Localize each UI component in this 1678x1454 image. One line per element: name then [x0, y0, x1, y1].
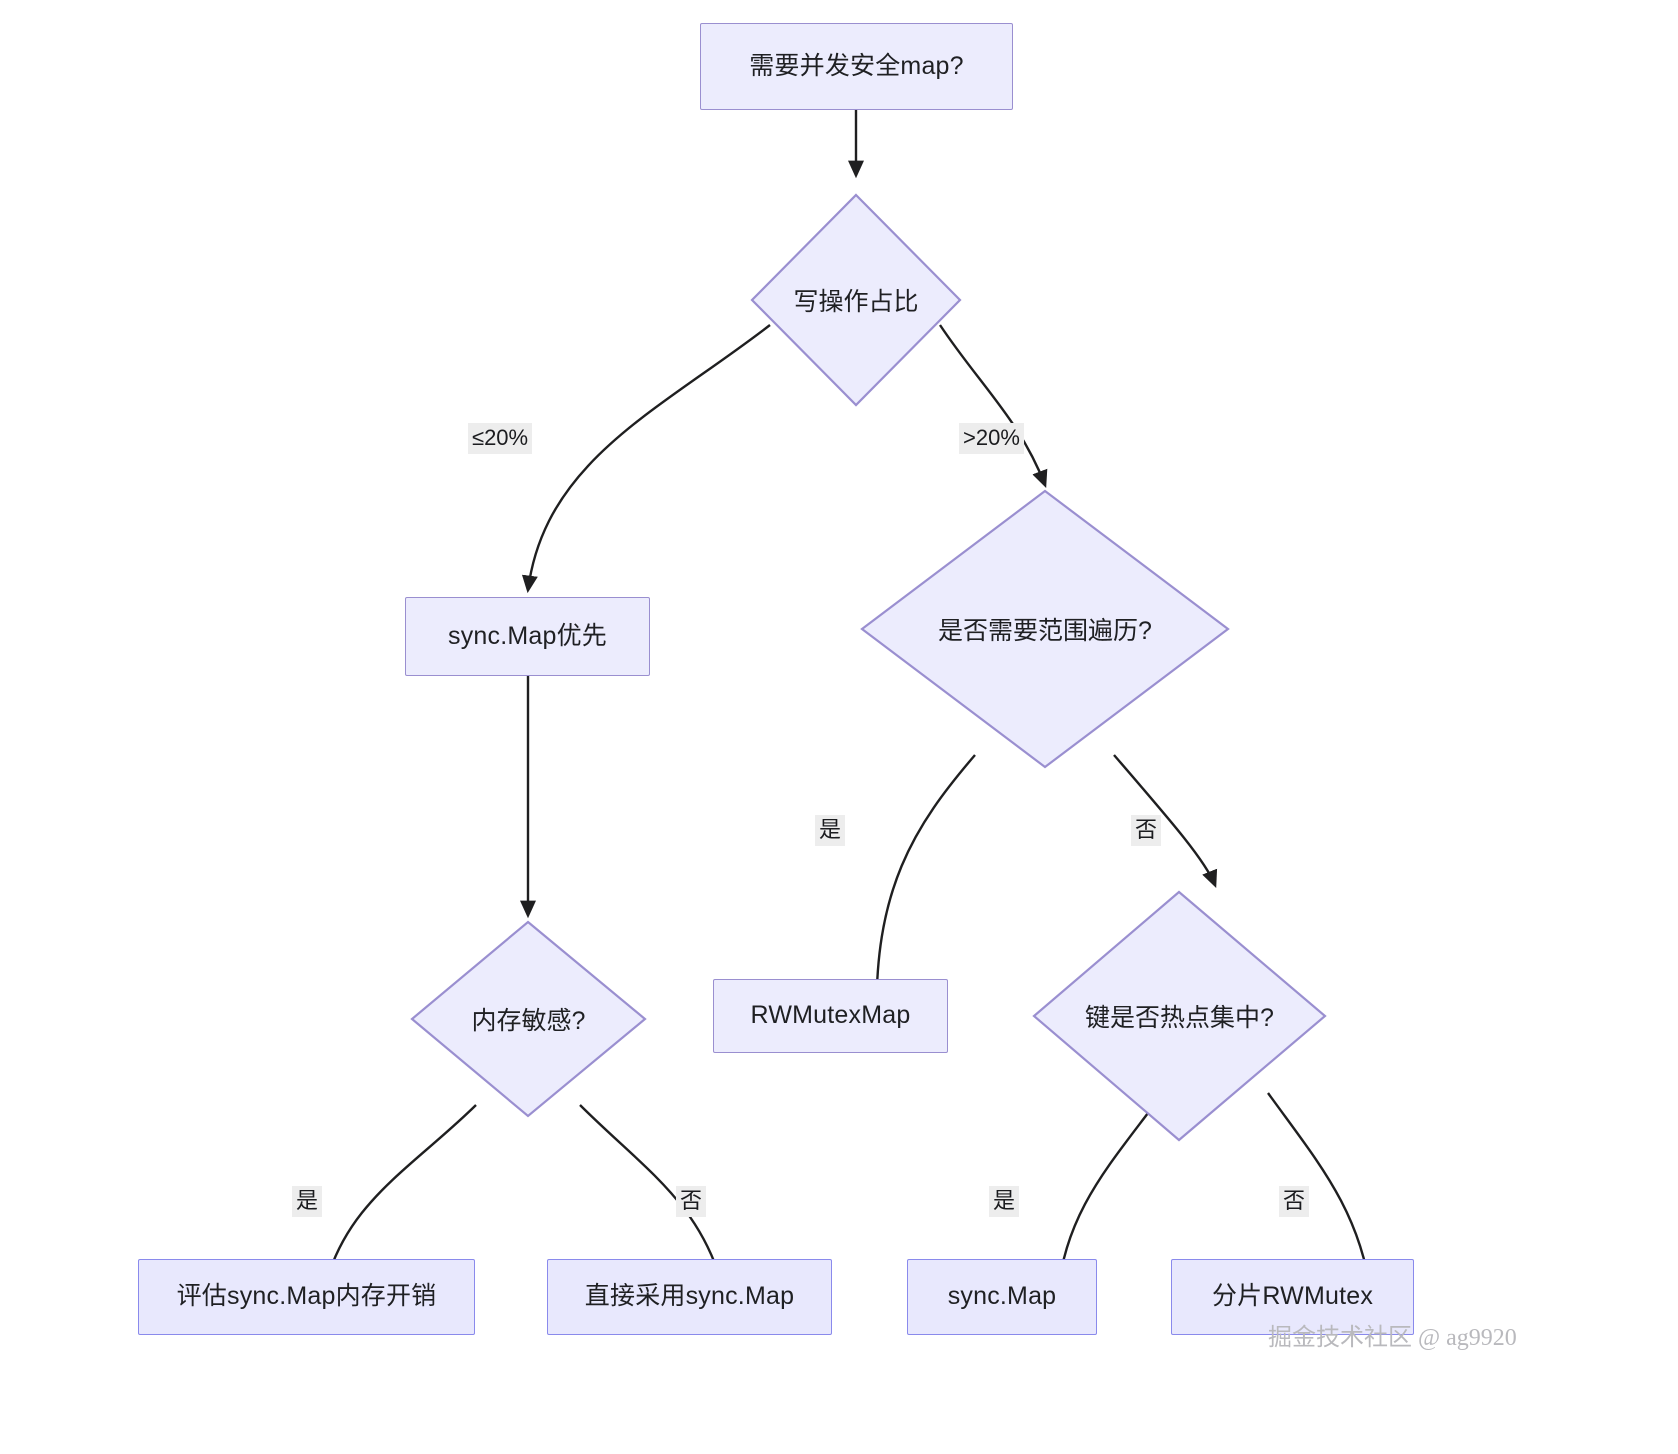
edge-label-gt-20-percent: >20%: [959, 423, 1024, 455]
node-sync-map-first[interactable]: sync.Map优先: [405, 597, 650, 676]
diamond-shape: [860, 489, 1230, 769]
edge-label-yes-need-range: 是: [815, 815, 846, 847]
node-sharded-rwmutex[interactable]: 分片RWMutex: [1171, 1259, 1414, 1335]
node-memory-sensitive[interactable]: 内存敏感?: [410, 920, 647, 1118]
node-rwmutex-map[interactable]: RWMutexMap: [713, 979, 948, 1053]
node-use-sync-map[interactable]: 直接采用sync.Map: [547, 1259, 832, 1335]
node-start-label: 需要并发安全map?: [749, 51, 964, 80]
node-need-range-label: 是否需要范围遍历?: [938, 617, 1152, 645]
node-sharded-rwmutex-label: 分片RWMutex: [1211, 1282, 1374, 1311]
node-write-ratio[interactable]: 写操作占比: [750, 193, 962, 407]
node-use-sync-map-label: 直接采用sync.Map: [584, 1282, 795, 1311]
watermark: 掘金技术社区 @ ag9920: [1268, 1325, 1517, 1351]
node-sync-map[interactable]: sync.Map: [907, 1259, 1097, 1335]
edge-label-no-memory-sensitive: 否: [676, 1186, 707, 1218]
node-eval-memory-cost-label: 评估sync.Map内存开销: [176, 1282, 437, 1311]
node-need-range[interactable]: 是否需要范围遍历?: [860, 489, 1230, 769]
edge-label-no-need-range: 否: [1131, 815, 1162, 847]
edge-needrange-to-hotkeys: [1113, 754, 1218, 888]
node-sync-map-label: sync.Map: [947, 1282, 1057, 1311]
node-sync-map-first-label: sync.Map优先: [448, 621, 607, 650]
diamond-shape: [1032, 890, 1327, 1142]
edge-label-no-hot-keys: 否: [1279, 1186, 1310, 1218]
node-write-ratio-label: 写操作占比: [793, 288, 919, 316]
node-start[interactable]: 需要并发安全map?: [700, 23, 1013, 110]
node-hot-keys[interactable]: 键是否热点集中?: [1032, 890, 1327, 1142]
diamond-shape: [750, 193, 962, 407]
edge-label-yes-memory-sensitive: 是: [292, 1186, 323, 1218]
node-rwmutex-map-label: RWMutexMap: [750, 1001, 911, 1030]
diamond-shape: [410, 920, 647, 1118]
edge-label-yes-hot-keys: 是: [989, 1186, 1020, 1218]
node-memory-sensitive-label: 内存敏感?: [471, 1007, 586, 1035]
edge-label-le-20-percent: ≤20%: [468, 423, 533, 455]
edge-writeratio-to-syncfirst: [521, 324, 771, 594]
node-eval-memory-cost[interactable]: 评估sync.Map内存开销: [138, 1259, 475, 1335]
node-hot-keys-label: 键是否热点集中?: [1085, 1004, 1274, 1032]
